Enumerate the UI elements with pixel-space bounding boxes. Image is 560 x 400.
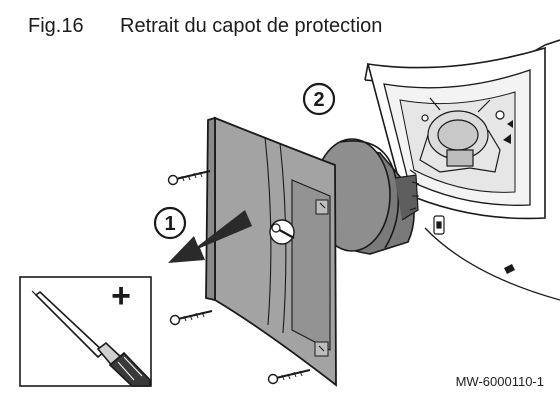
screw — [267, 369, 311, 385]
callout-2: 2 — [302, 82, 336, 116]
motor-assembly — [419, 97, 505, 173]
callout-2-label: 2 — [313, 89, 324, 111]
screw — [169, 310, 213, 326]
small-clip — [504, 264, 515, 274]
clip — [507, 120, 513, 128]
tool-symbol: + — [111, 277, 131, 315]
clip — [503, 134, 511, 144]
figure-title: Retrait du capot de protection — [120, 15, 383, 37]
figure-reference-code: MW-6000110-1 — [455, 374, 544, 389]
phillips-screwdriver-icon — [31, 290, 151, 387]
highlighted-screw — [269, 219, 295, 245]
callout-1: 1 — [153, 206, 187, 240]
front-cover — [205, 116, 337, 387]
removal-arrow-icon — [168, 210, 252, 263]
figure-number: Fig.16 — [28, 15, 84, 37]
figure-caption: Fig.16 Retrait du capot de protection — [28, 15, 382, 38]
screw — [167, 170, 211, 186]
tool-inset: + — [19, 276, 152, 387]
connector-part — [433, 215, 445, 235]
callout-1-label: 1 — [164, 213, 175, 235]
